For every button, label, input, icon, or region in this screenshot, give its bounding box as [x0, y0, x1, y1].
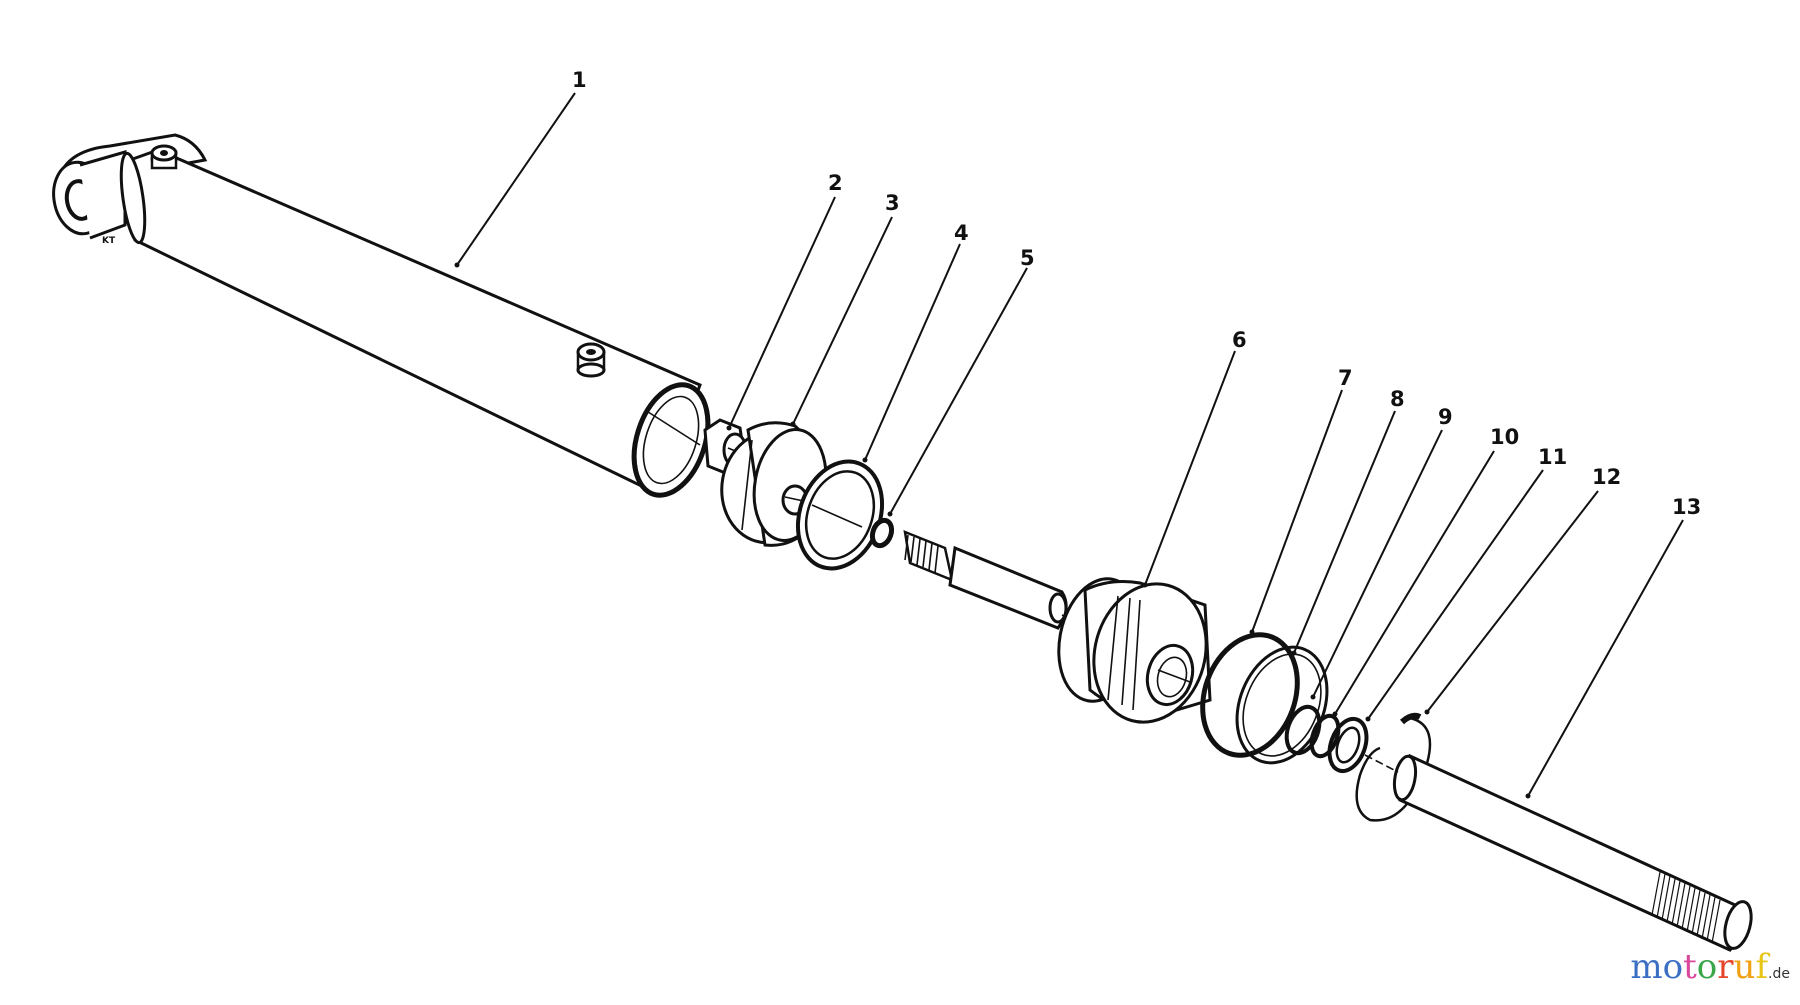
callout-2: 2 — [726, 171, 843, 431]
svg-text:1: 1 — [572, 68, 587, 92]
callout-9: 9 — [1310, 405, 1453, 700]
callout-6: 6 — [1142, 328, 1247, 588]
watermark-letter: t — [1683, 947, 1697, 987]
watermark-suffix: .de — [1768, 966, 1790, 982]
svg-text:8: 8 — [1390, 387, 1405, 411]
part-7-back-up-ring — [1200, 632, 1300, 758]
part-5-o-ring — [869, 517, 895, 549]
part-3-gland — [720, 421, 828, 547]
svg-text:9: 9 — [1438, 405, 1453, 429]
svg-text:3: 3 — [885, 191, 900, 215]
svg-text:12: 12 — [1592, 465, 1621, 489]
callout-12: 12 — [1424, 465, 1621, 715]
part-11-wiper-seal — [1327, 716, 1369, 774]
part-6-piston — [1057, 577, 1212, 724]
svg-text:10: 10 — [1490, 425, 1519, 449]
part-1-cylinder-barrel: KT — [52, 133, 711, 498]
callout-5: 5 — [887, 246, 1035, 517]
svg-text:11: 11 — [1538, 445, 1567, 469]
watermark-letter: f — [1755, 947, 1769, 987]
watermark-letter: m — [1630, 947, 1663, 987]
part-13-piston-rod — [1364, 753, 1753, 952]
watermark-letter: r — [1717, 947, 1734, 987]
part-12-snap-ring — [1355, 712, 1432, 822]
callout-1: 1 — [454, 68, 587, 268]
svg-text:7: 7 — [1338, 366, 1353, 390]
callout-7: 7 — [1249, 366, 1353, 635]
svg-text:2: 2 — [828, 171, 843, 195]
stamp-text: KT — [102, 236, 116, 246]
svg-text:6: 6 — [1232, 328, 1247, 352]
callout-4: 4 — [862, 221, 969, 463]
piston-stud — [903, 530, 1076, 630]
callout-10: 10 — [1332, 425, 1519, 717]
part-10-o-ring — [1309, 713, 1341, 759]
watermark-letter: o — [1696, 947, 1718, 987]
svg-text:4: 4 — [954, 221, 969, 245]
part-9-o-ring — [1284, 704, 1322, 756]
callout-8: 8 — [1291, 387, 1405, 656]
svg-text:5: 5 — [1020, 246, 1035, 270]
callout-13: 13 — [1525, 495, 1701, 799]
watermark-letter: o — [1662, 947, 1684, 987]
watermark-letter: u — [1733, 947, 1756, 987]
motoruf-watermark-logo: motoruf.de — [1630, 947, 1790, 987]
callout-11: 11 — [1365, 445, 1567, 722]
callouts: 1 2 3 4 5 6 7 8 — [454, 68, 1701, 799]
callout-3: 3 — [790, 191, 900, 427]
svg-text:13: 13 — [1672, 495, 1701, 519]
